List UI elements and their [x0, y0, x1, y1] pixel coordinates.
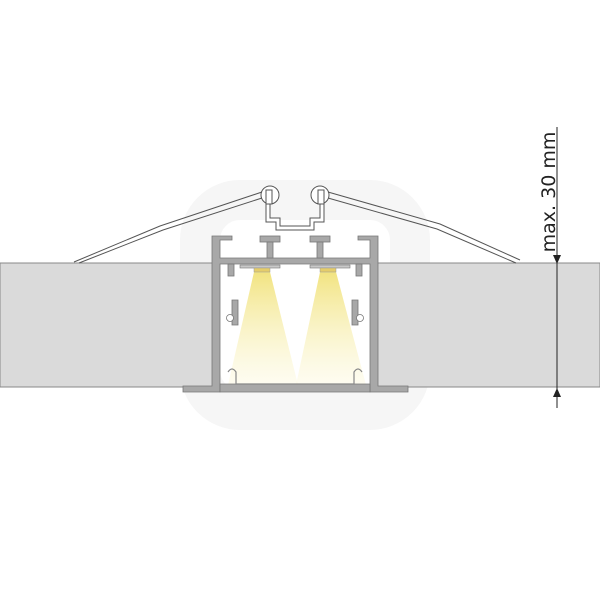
light-beam-left — [228, 272, 298, 385]
led-board-right — [309, 264, 351, 269]
light-beam-right — [296, 272, 366, 385]
cover-clip — [260, 185, 330, 231]
diffuser-wings — [73, 191, 521, 264]
aluminium-profile — [182, 235, 409, 393]
ceiling-panel-right — [376, 262, 600, 388]
dimension-label: max. 30 mm — [538, 132, 560, 253]
led-chip-left — [253, 267, 271, 273]
diffuser — [227, 368, 363, 385]
dimension-indicator — [553, 127, 561, 408]
ceiling-panel-left — [0, 262, 214, 388]
led-board-left — [239, 264, 281, 269]
led-chip-right — [319, 267, 337, 273]
